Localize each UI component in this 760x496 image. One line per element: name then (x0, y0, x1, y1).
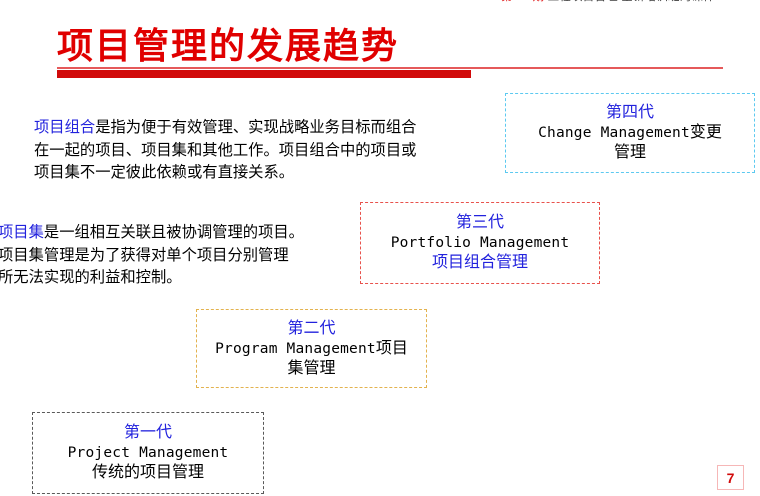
generation-box-third-chinese-line2: 项目组合管理 (431, 254, 528, 271)
page-title: 项目管理的发展趋势 (57, 25, 400, 66)
generation-box-second: 第二代 Program Management项目 集管理 (196, 309, 427, 388)
paragraph-portfolio-line-1: 项目组合是指为便于有效管理、实现战略业务目标而组合 (34, 117, 416, 140)
generation-box-second-english: Program Management (215, 340, 376, 357)
generation-box-first: 第一代 Project Management 传统的项目管理 (32, 412, 264, 494)
generation-box-second-body: Program Management项目 集管理 (215, 339, 408, 379)
title-underline-thick (57, 70, 471, 78)
running-header-red: 第100期 (501, 0, 544, 3)
page-number-badge: 7 (717, 465, 744, 490)
paragraph-program-line-2: 项目集管理是为了获得对单个项目分别管理 (0, 246, 289, 264)
generation-box-first-english: Project Management (67, 445, 229, 461)
paragraph-program-line-3: 所无法实现的利益和控制。 (0, 269, 182, 286)
paragraph-program-text-1: 是一组相互关联且被协调管理的项目。 (43, 224, 304, 241)
generation-box-second-chinese-line2: 集管理 (287, 359, 336, 377)
paragraph-program-keyword: 项目集 (0, 224, 44, 241)
paragraph-portfolio-keyword: 项目组合 (34, 119, 96, 136)
generation-box-first-chinese-line2: 传统的项目管理 (91, 464, 204, 481)
title-underline-thin (57, 67, 723, 69)
paragraph-portfolio-line-3: 项目集不一定彼此依赖或有直接关系。 (34, 164, 295, 181)
generation-box-third-title: 第三代 (455, 214, 504, 231)
paragraph-program: 项目集是一组相互关联且被协调管理的项目。 项目集管理是为了获得对单个项目分别管理… (0, 222, 304, 290)
paragraph-portfolio-line-2: 在一起的项目、项目集和其他工作。项目组合中的项目或 (34, 141, 417, 159)
generation-box-third-body: Portfolio Management 项目组合管理 (391, 233, 570, 273)
running-header: 第100期 工程项目管理 全新培训班的课件 257 (0, 0, 760, 4)
generation-box-fourth-chinese: 变更 (689, 124, 722, 141)
running-header-rest: 工程项目管理 全新培训班的课件 257 (548, 0, 738, 3)
generation-box-fourth: 第四代 Change Management变更 管理 (505, 93, 755, 173)
generation-box-fourth-body: Change Management变更 管理 (538, 123, 722, 163)
paragraph-program-line-1: 项目集是一组相互关联且被协调管理的项目。 (0, 222, 304, 245)
generation-box-second-chinese: 项目 (375, 339, 408, 357)
generation-box-fourth-chinese-line2: 管理 (613, 144, 646, 161)
generation-box-third: 第三代 Portfolio Management 项目组合管理 (360, 202, 600, 284)
paragraph-portfolio-text-1: 是指为便于有效管理、实现战略业务目标而组合 (95, 119, 417, 136)
generation-box-second-title: 第二代 (287, 319, 336, 337)
generation-box-fourth-title: 第四代 (605, 104, 654, 121)
generation-box-first-body: Project Management 传统的项目管理 (68, 443, 229, 483)
paragraph-portfolio: 项目组合是指为便于有效管理、实现战略业务目标而组合 在一起的项目、项目集和其他工… (34, 117, 416, 185)
generation-box-fourth-english: Change Management (538, 125, 690, 141)
generation-box-third-english: Portfolio Management (390, 235, 570, 251)
generation-box-first-title: 第一代 (123, 424, 172, 441)
